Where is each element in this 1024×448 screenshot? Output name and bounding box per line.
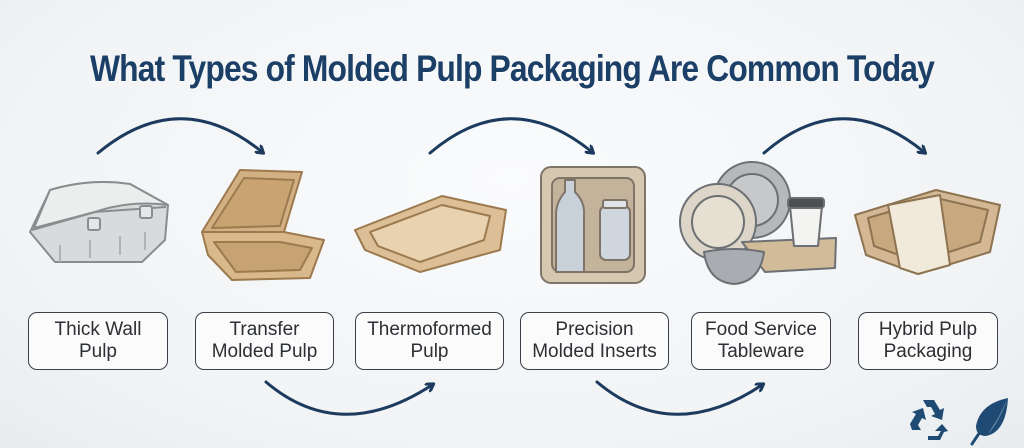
arrow-bottom-2 [595, 380, 762, 416]
tray-illustration [354, 195, 507, 273]
label-hybrid-pulp-packaging: Hybrid Pulp Packaging [858, 312, 998, 370]
label-thick-wall-pulp: Thick Wall Pulp [28, 312, 168, 370]
label-transfer-molded-pulp: Transfer Molded Pulp [195, 312, 334, 370]
insert-illustration [540, 166, 646, 284]
arrow-bottom-1 [264, 380, 432, 416]
hybrid-illustration [854, 189, 1001, 275]
label-thermoformed-pulp: Thermoformed Pulp [355, 312, 504, 370]
arrow-top-1 [96, 117, 262, 153]
arrow-top-3 [762, 117, 924, 153]
egg-carton-illustration [29, 181, 169, 263]
recycle-icon [910, 400, 948, 440]
label-precision-molded-inserts: Precision Molded Inserts [520, 312, 669, 370]
tableware-illustration [679, 161, 837, 285]
page-title: What Types of Molded Pulp Packaging Are … [90, 48, 935, 89]
arrow-top-2 [428, 117, 592, 153]
leaf-icon [970, 398, 1008, 446]
clamshell-illustration [201, 169, 325, 281]
label-food-service-tableware: Food Service Tableware [691, 312, 831, 370]
